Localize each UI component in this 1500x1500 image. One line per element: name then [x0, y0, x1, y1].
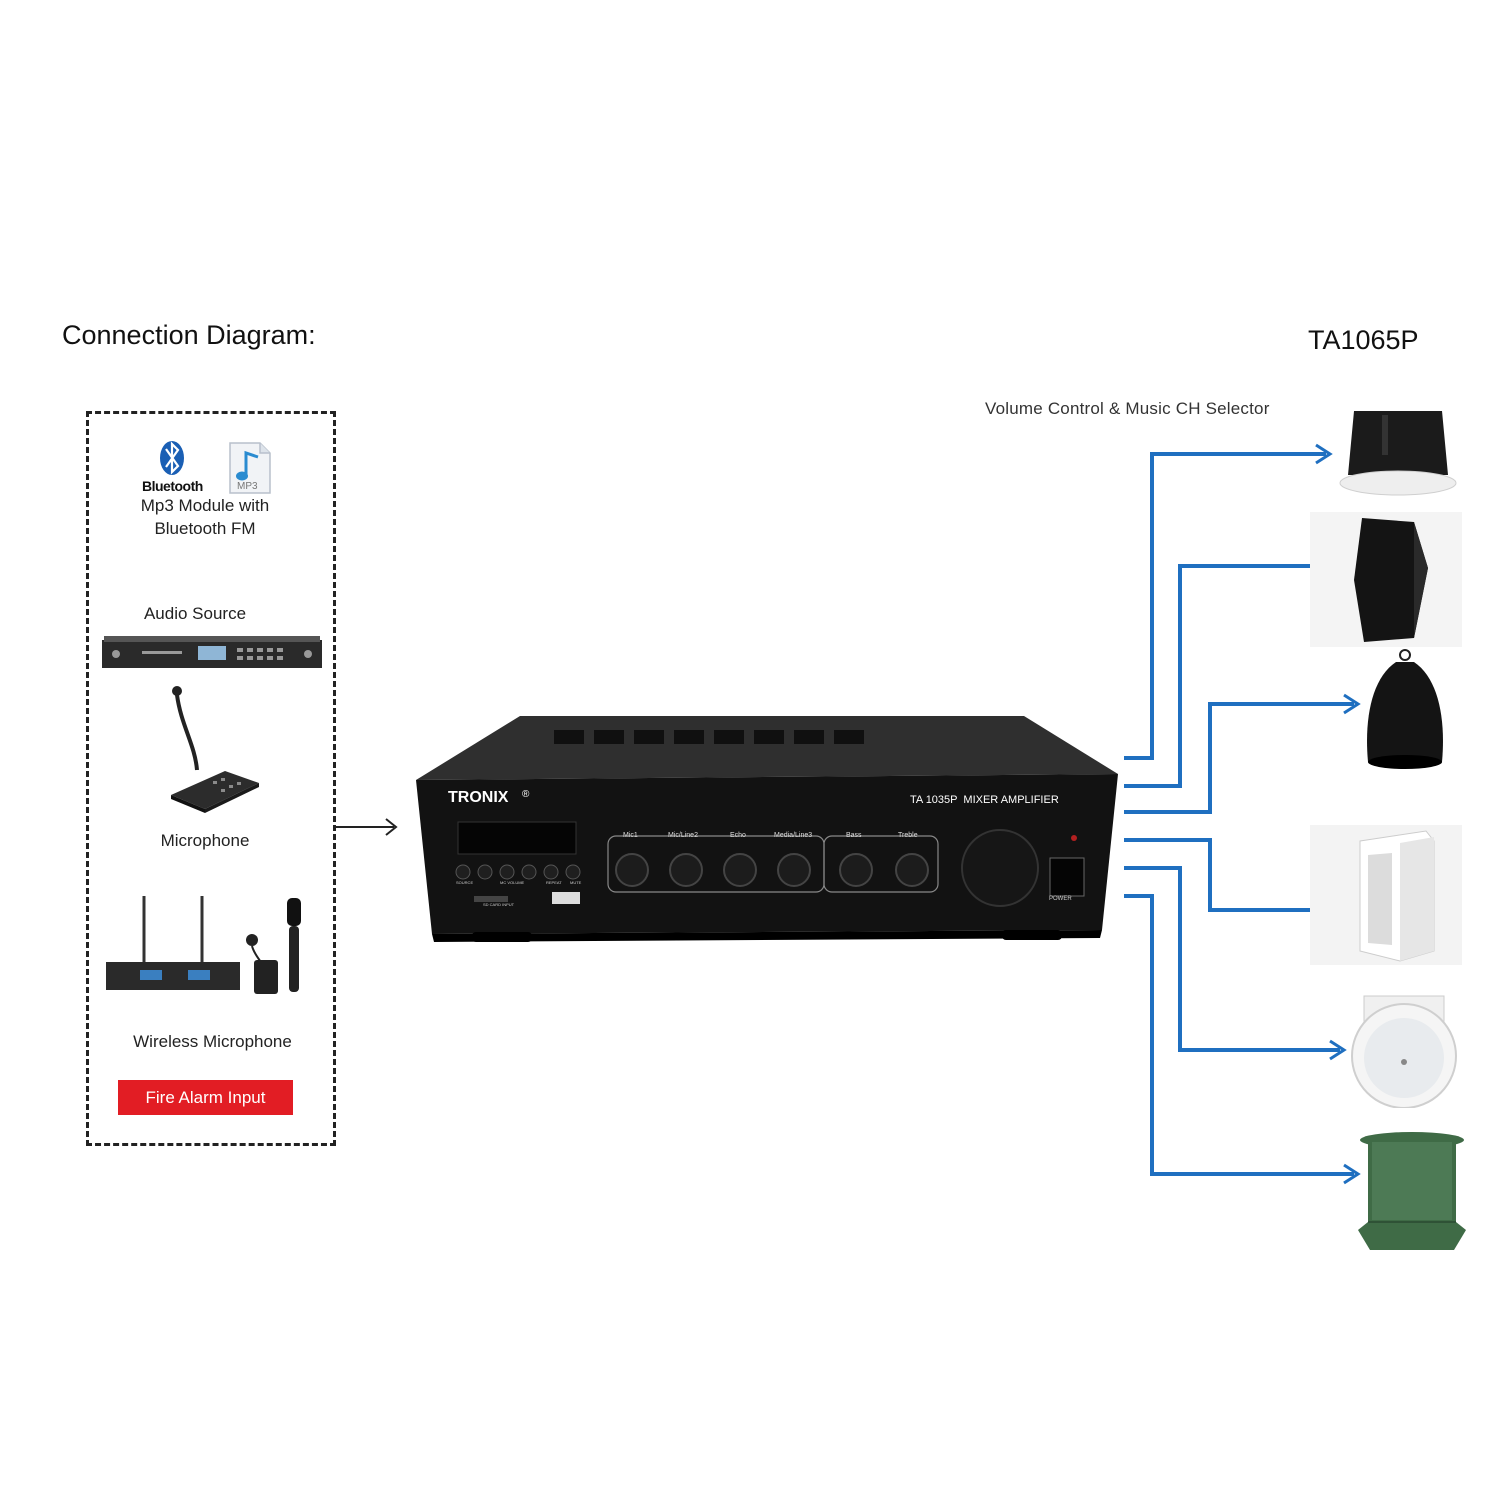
- knob-label-bass: Bass: [846, 832, 862, 839]
- button-label-mc-volume: MC VOLUME: [500, 880, 525, 885]
- pendant-speaker-black-icon: [1367, 649, 1443, 769]
- power-label: POWER: [1049, 896, 1072, 902]
- bluetooth-logo-text: Bluetooth: [142, 478, 203, 494]
- knob-label-echo: Echo: [730, 832, 746, 839]
- page-title: Connection Diagram:: [62, 320, 316, 350]
- audio-source-label: Audio Source: [143, 604, 247, 623]
- mp3-module-line1: Mp3 Module with: [140, 496, 270, 515]
- input-arrow: [336, 818, 398, 836]
- garden-speaker-green-icon: [1358, 1132, 1466, 1250]
- fire-alarm-input-button[interactable]: Fire Alarm Input: [118, 1080, 293, 1115]
- output-label: Volume Control & Music CH Selector: [985, 399, 1270, 418]
- mp3-icon-label: MP3: [237, 481, 258, 492]
- mixer-amplifier-unit: [416, 716, 1118, 942]
- knob-label-mic1: Mic1: [623, 832, 638, 839]
- knob-label-mic-line2: Mic/Line2: [668, 832, 698, 839]
- microphone-label: Microphone: [160, 831, 250, 850]
- amp-model-label: TA 1035P MIXER AMPLIFIER: [910, 794, 1059, 806]
- output-wiring: [1124, 443, 1361, 1185]
- wall-speaker-black-icon: [1310, 512, 1462, 647]
- rack-audio-source-icon: [102, 636, 322, 668]
- button-label-source: SOURCE: [456, 880, 474, 885]
- knob-label-treble: Treble: [898, 832, 918, 839]
- bluetooth-icon: [160, 441, 184, 475]
- mp3-module-line2: Bluetooth FM: [154, 519, 256, 538]
- button-label-repeat: REPEAT: [546, 880, 562, 885]
- ceiling-speaker-black-icon: [1339, 411, 1457, 496]
- input-sources-box: [86, 411, 336, 1146]
- amp-brand-mark: ®: [522, 789, 530, 800]
- mp3-module-label: Mp3 Module with Bluetooth FM: [110, 496, 300, 539]
- paging-microphone-icon: [171, 686, 259, 813]
- sd-card-label: SD CARD INPUT: [483, 902, 515, 907]
- wireless-microphone-icon: [106, 896, 301, 994]
- button-label-mute: MUTE: [570, 880, 582, 885]
- mp3-file-icon: [229, 442, 271, 494]
- wireless-microphone-label: Wireless Microphone: [133, 1032, 292, 1051]
- wall-speaker-white-icon: [1310, 825, 1462, 965]
- knob-label-media-line3: Media/Line3: [774, 832, 813, 839]
- model-number: TA1065P: [1308, 325, 1419, 355]
- ceiling-speaker-white-icon: [1351, 995, 1457, 1108]
- amp-brand: TRONIX: [448, 789, 509, 806]
